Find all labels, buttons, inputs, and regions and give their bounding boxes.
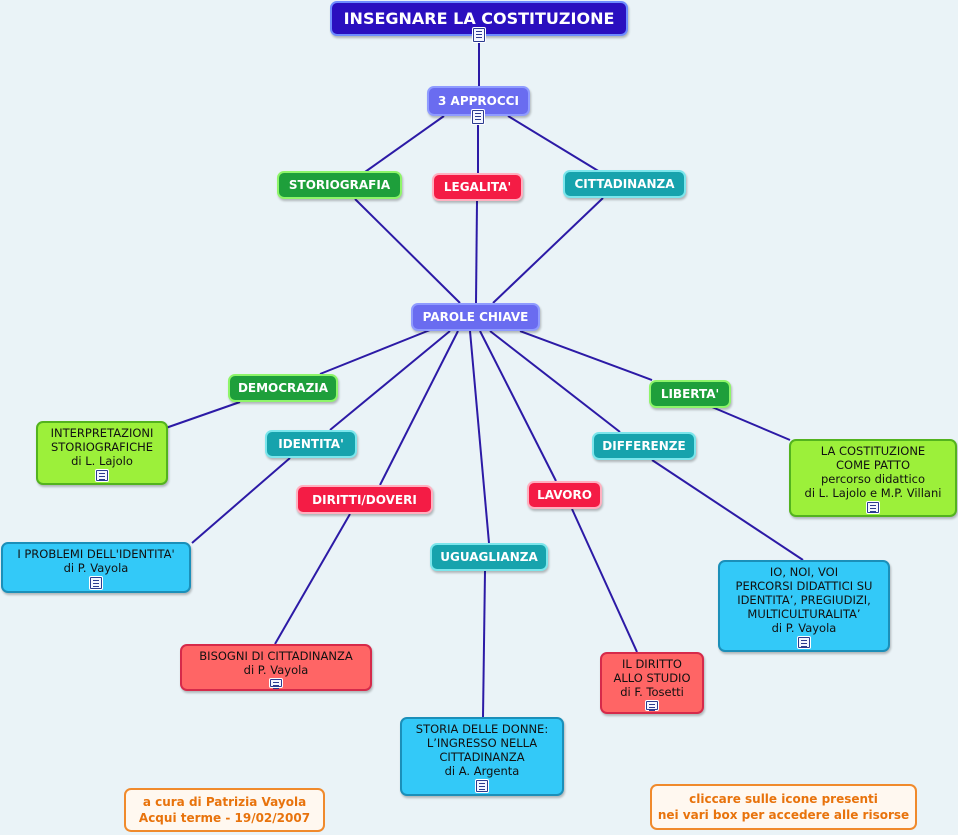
connector-line [469, 330, 490, 544]
hint-text: cliccare sulle icone presenti nei vari b… [657, 792, 910, 822]
cittadinanza-label: CITTADINANZA [574, 177, 675, 191]
connector-line [489, 330, 621, 433]
democrazia-label: DEMOCRAZIA [237, 381, 329, 395]
lavoro-label: LAVORO [537, 488, 592, 502]
connector-line [475, 200, 478, 304]
resource-text: LA COSTITUZIONE COME PATTO percorso dida… [804, 444, 942, 500]
resource-text: STORIA DELLE DONNE: L’INGRESSO NELLA CIT… [415, 722, 549, 778]
differenze-node[interactable]: DIFFERENZE [592, 432, 696, 460]
credit-text: a cura di Patrizia Vayola Acqui terme - … [138, 795, 311, 825]
parole-chiave-label: PAROLE CHIAVE [422, 310, 529, 324]
connector-line [364, 115, 445, 173]
diritti-doveri-node[interactable]: DIRITTI/DOVERI [296, 485, 433, 514]
resource-interpretazioni[interactable]: INTERPRETAZIONI STORIOGRAFICHE di L. Laj… [36, 421, 168, 485]
connector-line [274, 513, 351, 645]
resource-text: INTERPRETAZIONI STORIOGRAFICHE di L. Laj… [50, 426, 154, 468]
identita-label: IDENTITA' [278, 437, 344, 451]
connector-line [507, 115, 601, 173]
liberta-label: LIBERTA' [660, 387, 720, 401]
document-icon[interactable] [476, 780, 488, 792]
resource-text: I PROBLEMI DELL'IDENTITA' di P. Vayola [17, 547, 175, 575]
connector-line [159, 401, 241, 431]
document-icon[interactable] [473, 28, 485, 42]
document-icon[interactable] [90, 577, 102, 589]
connector-line [319, 329, 431, 375]
liberta-node[interactable]: LIBERTA' [649, 380, 731, 408]
connector-line [651, 459, 804, 561]
resource-text: IL DIRITTO ALLO STUDIO di F. Tosetti [613, 657, 691, 699]
diritti-doveri-label: DIRITTI/DOVERI [312, 492, 417, 507]
connector-line [354, 198, 461, 304]
connector-line [329, 330, 451, 431]
lavoro-node[interactable]: LAVORO [527, 481, 602, 509]
connector-line [571, 508, 638, 653]
connector-line [191, 457, 291, 544]
resource-text: IO, NOI, VOI PERCORSI DIDATTICI SU IDENT… [735, 565, 873, 635]
legalita-label: LEGALITA' [443, 180, 512, 194]
identita-node[interactable]: IDENTITA' [265, 430, 357, 458]
resource-storia-donne[interactable]: STORIA DELLE DONNE: L’INGRESSO NELLA CIT… [400, 717, 564, 796]
credit-note: a cura di Patrizia Vayola Acqui terme - … [124, 788, 325, 832]
document-icon[interactable] [798, 637, 810, 648]
cittadinanza-node[interactable]: CITTADINANZA [563, 170, 686, 198]
hint-note: cliccare sulle icone presenti nei vari b… [650, 784, 917, 830]
uguaglianza-node[interactable]: UGUAGLIANZA [430, 543, 548, 571]
resource-diritto-studio[interactable]: IL DIRITTO ALLO STUDIO di F. Tosetti [600, 652, 704, 714]
storiografia-label: STORIOGRAFIA [288, 178, 391, 192]
parole-chiave-node[interactable]: PAROLE CHIAVE [411, 303, 540, 331]
resource-io-noi-voi[interactable]: IO, NOI, VOI PERCORSI DIDATTICI SU IDENT… [718, 560, 890, 652]
connector-line [482, 570, 486, 718]
connector-line [492, 197, 604, 304]
democrazia-node[interactable]: DEMOCRAZIA [228, 374, 338, 402]
root-node[interactable]: INSEGNARE LA COSTITUZIONE [330, 1, 628, 36]
legalita-node[interactable]: LEGALITA' [432, 173, 523, 201]
resource-costituzione-patto[interactable]: LA COSTITUZIONE COME PATTO percorso dida… [789, 439, 957, 517]
document-icon[interactable] [867, 502, 879, 513]
document-icon[interactable] [96, 470, 108, 481]
connector-line [519, 330, 653, 381]
resource-text: BISOGNI DI CITTADINANZA di P. Vayola [199, 649, 353, 677]
document-icon[interactable] [472, 110, 484, 124]
document-icon[interactable] [270, 679, 282, 687]
resource-bisogni-cittadinanza[interactable]: BISOGNI DI CITTADINANZA di P. Vayola [180, 644, 372, 691]
approcci-label: 3 APPROCCI [438, 94, 519, 108]
connector-line [379, 330, 459, 486]
document-icon[interactable] [646, 701, 658, 710]
resource-problemi-identita[interactable]: I PROBLEMI DELL'IDENTITA' di P. Vayola [1, 542, 191, 593]
uguaglianza-label: UGUAGLIANZA [440, 550, 538, 564]
root-title: INSEGNARE LA COSTITUZIONE [343, 9, 615, 28]
storiografia-node[interactable]: STORIOGRAFIA [277, 171, 402, 199]
connector-line [479, 330, 557, 482]
connector-line [711, 406, 791, 441]
differenze-label: DIFFERENZE [602, 439, 686, 453]
